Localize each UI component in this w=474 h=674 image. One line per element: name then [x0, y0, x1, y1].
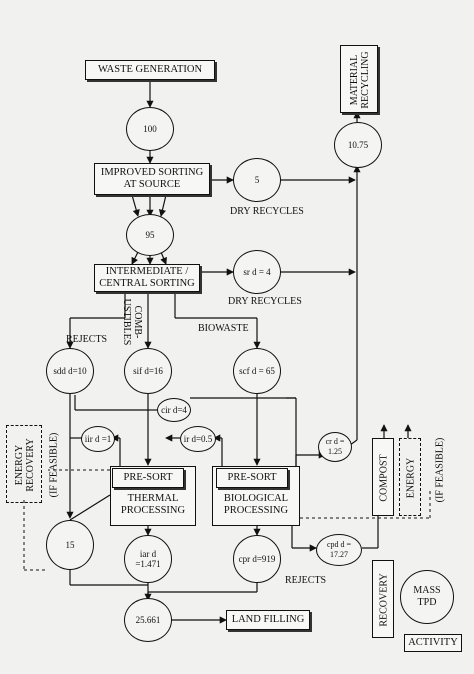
- node-scf-d-value: scf d = 65: [239, 366, 275, 376]
- node-10-75: 10.75: [334, 122, 382, 168]
- node-iar-d-value: iar d =1.471: [135, 549, 161, 569]
- label-if-feasible-left: (IF FEASIBLE): [48, 432, 60, 498]
- node-cpd-d: cpd d = 17.27: [316, 534, 362, 566]
- box-intermediate-sorting: INTERMEDIATE / CENTRAL SORTING: [94, 264, 200, 292]
- arrow-sorting-to-95c: [158, 194, 167, 217]
- label-if-feasible-right: (IF FEASIBLE): [434, 437, 446, 503]
- box-energy-recovery-left: ENERGY RECOVERY: [6, 425, 42, 503]
- box-improved-sorting-label: IMPROVED SORTING AT SOURCE: [100, 167, 204, 190]
- node-cr-d: cr d = 1.25: [318, 432, 352, 462]
- node-sif-d: sif d=16: [124, 348, 172, 394]
- node-95-value: 95: [145, 230, 155, 240]
- node-ir-d: ir d=0.5: [180, 426, 216, 452]
- node-cir-d: cir d=4: [157, 398, 191, 422]
- box-waste-generation: WASTE GENERATION: [85, 60, 215, 80]
- label-dry-recycles-2: DRY RECYCLES: [228, 296, 302, 307]
- node-cr-d-value: cr d = 1.25: [325, 437, 345, 456]
- node-sdd-d-value: sdd d=10: [53, 366, 87, 376]
- box-intermediate-sorting-label: INTERMEDIATE / CENTRAL SORTING: [99, 266, 195, 289]
- node-cpr-d: cpr d=919: [233, 535, 281, 583]
- node-95: 95: [126, 214, 174, 256]
- arrow-95-to-central-c: [160, 251, 167, 265]
- box-presort-thermal: PRE-SORT: [112, 468, 184, 488]
- node-100-value: 100: [143, 124, 157, 134]
- node-iar-d: iar d =1.471: [124, 535, 172, 583]
- box-recovery: RECOVERY: [372, 560, 394, 638]
- box-presort-biological-label: PRE-SORT: [227, 472, 277, 483]
- node-iir-d-value: iir d =1: [84, 434, 112, 444]
- box-presort-biological: PRE-SORT: [216, 468, 288, 488]
- node-cpd-d-value: cpd d = 17.27: [326, 540, 352, 559]
- node-5: 5: [233, 158, 281, 202]
- node-sif-d-value: sif d=16: [133, 366, 163, 376]
- box-thermal-processing-label: THERMAL PROCESSING: [120, 493, 186, 516]
- box-energy-right-label: ENERGY: [405, 457, 417, 499]
- node-iir-d: iir d =1: [81, 426, 115, 452]
- arrow-95-to-central-a: [131, 251, 139, 265]
- box-land-filling-label: LAND FILLING: [231, 614, 305, 625]
- box-waste-generation-label: WASTE GENERATION: [97, 64, 203, 75]
- box-land-filling: LAND FILLING: [226, 610, 310, 630]
- legend-mass-tpd: MASS TPD: [400, 570, 454, 624]
- node-25-661: 25.661: [124, 598, 172, 642]
- legend-activity: ACTIVITY: [404, 634, 462, 652]
- node-15-value: 15: [65, 540, 75, 550]
- arrow-sorting-to-95a: [131, 194, 140, 217]
- box-material-recycling-label: MATERIAL RECYCLING: [349, 51, 371, 109]
- node-scf-d: scf d = 65: [233, 348, 281, 394]
- box-compost: COMPOST: [372, 438, 394, 516]
- legend-mass-tpd-label: MASS TPD: [413, 585, 441, 608]
- box-energy-recovery-left-label: ENERGY RECOVERY: [14, 438, 36, 492]
- box-biological-processing-label: BIOLOGICAL PROCESSING: [223, 493, 289, 516]
- node-sr-d: sr d = 4: [233, 250, 281, 294]
- node-ir-d-value: ir d=0.5: [183, 434, 213, 444]
- node-sdd-d: sdd d=10: [46, 348, 94, 394]
- node-sr-d-value: sr d = 4: [243, 267, 271, 277]
- node-5-value: 5: [254, 175, 260, 185]
- node-100: 100: [126, 107, 174, 151]
- box-energy-right: ENERGY: [399, 438, 421, 516]
- box-recovery-label: RECOVERY: [378, 573, 390, 627]
- node-cir-d-value: cir d=4: [161, 405, 187, 415]
- node-25-661-value: 25.661: [135, 615, 161, 625]
- node-cpr-d-value: cpr d=919: [238, 554, 276, 564]
- label-rejects-top: REJECTS: [66, 334, 108, 345]
- node-15: 15: [46, 520, 94, 570]
- label-combustibles: COMB- USTIBLES: [121, 298, 143, 346]
- node-10-75-value: 10.75: [347, 140, 369, 150]
- legend-activity-label: ACTIVITY: [408, 637, 458, 648]
- label-biowaste: BIOWASTE: [198, 323, 249, 334]
- label-rejects-bottom: REJECTS: [285, 575, 327, 586]
- box-material-recycling: MATERIAL RECYCLING: [340, 45, 378, 113]
- box-compost-label: COMPOST: [378, 454, 390, 502]
- label-dry-recycles-1: DRY RECYCLES: [230, 206, 304, 217]
- box-improved-sorting: IMPROVED SORTING AT SOURCE: [94, 163, 210, 195]
- box-presort-thermal-label: PRE-SORT: [123, 472, 173, 483]
